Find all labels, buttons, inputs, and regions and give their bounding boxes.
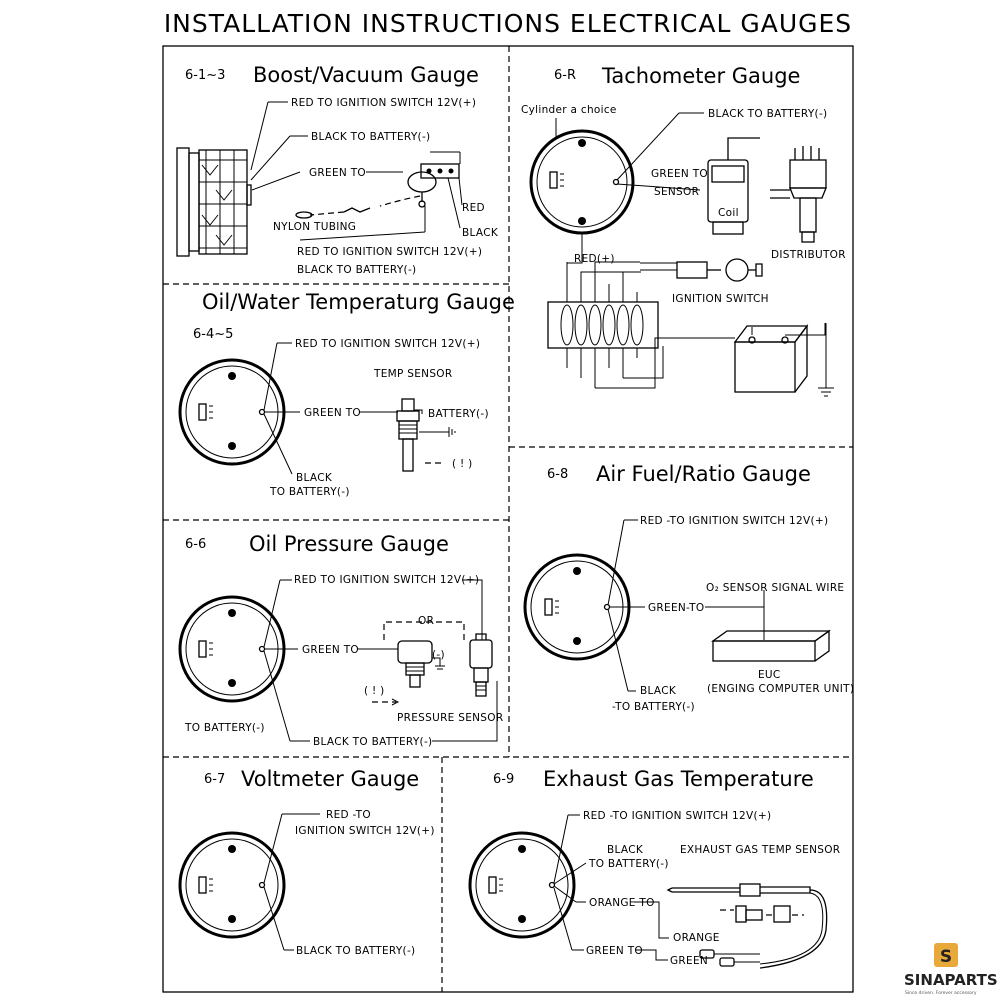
boost-black-label: BLACK TO BATTERY(-) (311, 131, 430, 143)
boost-tubing-label: NYLON TUBING (273, 221, 356, 233)
distributor (770, 146, 827, 243)
tach-coil-label: Coil (718, 207, 739, 219)
temp-warn-label: ( ! ) (452, 458, 473, 470)
tach-green2-label: SENSOR (654, 186, 699, 198)
oil-warn-label: ( ! ) (364, 685, 385, 697)
wire-harness-block (547, 253, 735, 389)
temp-black1-label: BLACK (296, 472, 333, 484)
boost-sender (407, 151, 463, 208)
boost-title: Boost/Vacuum Gauge (253, 63, 479, 87)
nylon-tubing (295, 195, 421, 219)
afr-red-label: RED -TO IGNITION SWITCH 12V(+) (640, 515, 828, 527)
egt-black1-label: BLACK (607, 844, 644, 856)
afr-euc2-label: (ENGING COMPUTER UNIT) (707, 683, 854, 695)
oil-or-label: OR (418, 615, 434, 627)
afr-black1-label: BLACK (640, 685, 677, 697)
egt-orange1-label: ORANGE TO (589, 897, 655, 909)
boost-black2-label: BLACK (462, 227, 499, 239)
oil-tobat-label: TO BATTERY(-) (184, 722, 265, 734)
boost-black3-label: BLACK TO BATTERY(-) (297, 264, 416, 276)
tach-title: Tachometer Gauge (601, 64, 800, 88)
svg-text:S: S (940, 947, 952, 967)
egt-panel: 6-9 Exhaust Gas Temperature RED -TO IGNI… (468, 767, 840, 969)
temp-title: Oil/Water Temperaturg Gauge (202, 290, 515, 314)
tach-gauge-face (529, 129, 635, 235)
oil-sensor-label: PRESSURE SENSOR (397, 712, 503, 724)
tach-ign-label: IGNITION SWITCH (672, 293, 769, 305)
page-title: INSTALLATION INSTRUCTIONS ELECTRICAL GAU… (164, 9, 852, 38)
oil-title: Oil Pressure Gauge (249, 532, 449, 556)
oil-pressure-panel: 6-6 Oil Pressure Gauge RED TO IGNITION S… (178, 532, 503, 748)
egt-orange2-label: ORANGE (673, 932, 720, 944)
sinaparts-logo: S SINAPARTS Since driven. Forever access… (904, 943, 998, 996)
egt-black2-label: TO BATTERY(-) (588, 858, 669, 870)
pressure-sensor-1 (397, 640, 445, 688)
boost-code: 6-1~3 (185, 68, 225, 83)
temp-battery-label: BATTERY(-) (428, 408, 489, 420)
egt-sensor-label: EXHAUST GAS TEMP SENSOR (680, 844, 840, 856)
volt-title: Voltmeter Gauge (241, 767, 419, 791)
volt-black-label: BLACK TO BATTERY(-) (296, 945, 415, 957)
boost-red-label: RED TO IGNITION SWITCH 12V(+) (291, 97, 476, 109)
logo-mark-icon (934, 943, 958, 967)
egt-title: Exhaust Gas Temperature (543, 767, 814, 791)
egt-green1-label: GREEN TO (586, 945, 643, 957)
ignition-switch (640, 258, 763, 282)
logo-subtext: Since driven. Forever accessory (905, 990, 977, 996)
tach-cylinder-label: Cylinder a choice (521, 104, 617, 116)
temp-green-label: GREEN TO (304, 407, 361, 419)
oil-minus-label: (-) (432, 649, 445, 661)
oil-green-label: GREEN TO (302, 644, 359, 656)
boost-gauge-side-view (176, 147, 252, 257)
temp-black2-label: TO BATTERY(-) (269, 486, 350, 498)
tach-distributor-label: DISTRIBUTOR (771, 249, 846, 261)
afr-green-label: GREEN-TO (648, 602, 704, 614)
oil-red-label: RED TO IGNITION SWITCH 12V(+) (294, 574, 479, 586)
temp-sensor (396, 398, 456, 472)
tach-green1-label: GREEN TO (651, 168, 708, 180)
oil-code: 6-6 (185, 537, 206, 552)
oil-black-label: BLACK TO BATTERY(-) (313, 736, 432, 748)
volt-gauge-face (178, 831, 286, 939)
boost-vacuum-panel: 6-1~3 Boost/Vacuum Gauge RED TO IGNITION… (176, 63, 499, 276)
afr-title: Air Fuel/Ratio Gauge (596, 462, 811, 486)
afr-euc1-label: EUC (758, 669, 781, 681)
afr-code: 6-8 (547, 467, 568, 482)
egt-code: 6-9 (493, 772, 514, 787)
temp-gauge-face (178, 358, 286, 466)
egt-red-label: RED -TO IGNITION SWITCH 12V(+) (583, 810, 771, 822)
temp-code: 6-4~5 (193, 327, 233, 342)
temp-red-label: RED TO IGNITION SWITCH 12V(+) (295, 338, 480, 350)
ignition-coil (707, 137, 760, 235)
logo-text: SINAPARTS (904, 971, 998, 989)
afr-gauge-face (523, 553, 631, 661)
car-battery (733, 323, 834, 397)
boost-red2-label: RED (462, 202, 485, 214)
boost-green-label: GREEN TO (309, 167, 366, 179)
tach-black-label: BLACK TO BATTERY(-) (708, 108, 827, 120)
tach-code: 6-R (554, 68, 576, 83)
afr-black2-label: -TO BATTERY(-) (612, 701, 695, 713)
volt-red1-label: RED -TO (326, 809, 371, 821)
volt-code: 6-7 (204, 772, 225, 787)
egt-probe (666, 883, 828, 969)
euc-box (710, 629, 832, 662)
egt-green2-label: GREEN (670, 955, 708, 967)
pressure-sensor-2 (469, 633, 493, 697)
afr-o2-label: O₂ SENSOR SIGNAL WIRE (706, 582, 844, 594)
volt-red2-label: IGNITION SWITCH 12V(+) (295, 825, 435, 837)
tachometer-panel: 6-R Tachometer Gauge Cylinder a choice B… (521, 64, 846, 397)
temp-sensor-label: TEMP SENSOR (373, 368, 452, 380)
boost-red3-label: RED TO IGNITION SWITCH 12V(+) (297, 246, 482, 258)
voltmeter-panel: 6-7 Voltmeter Gauge RED -TO IGNITION SWI… (178, 767, 435, 957)
egt-gauge-face (468, 831, 576, 939)
temp-panel: Oil/Water Temperaturg Gauge 6-4~5 RED TO… (178, 290, 515, 498)
panel-grid (162, 45, 854, 993)
afr-panel: 6-8 Air Fuel/Ratio Gauge RED -TO IGNITIO… (523, 462, 854, 713)
